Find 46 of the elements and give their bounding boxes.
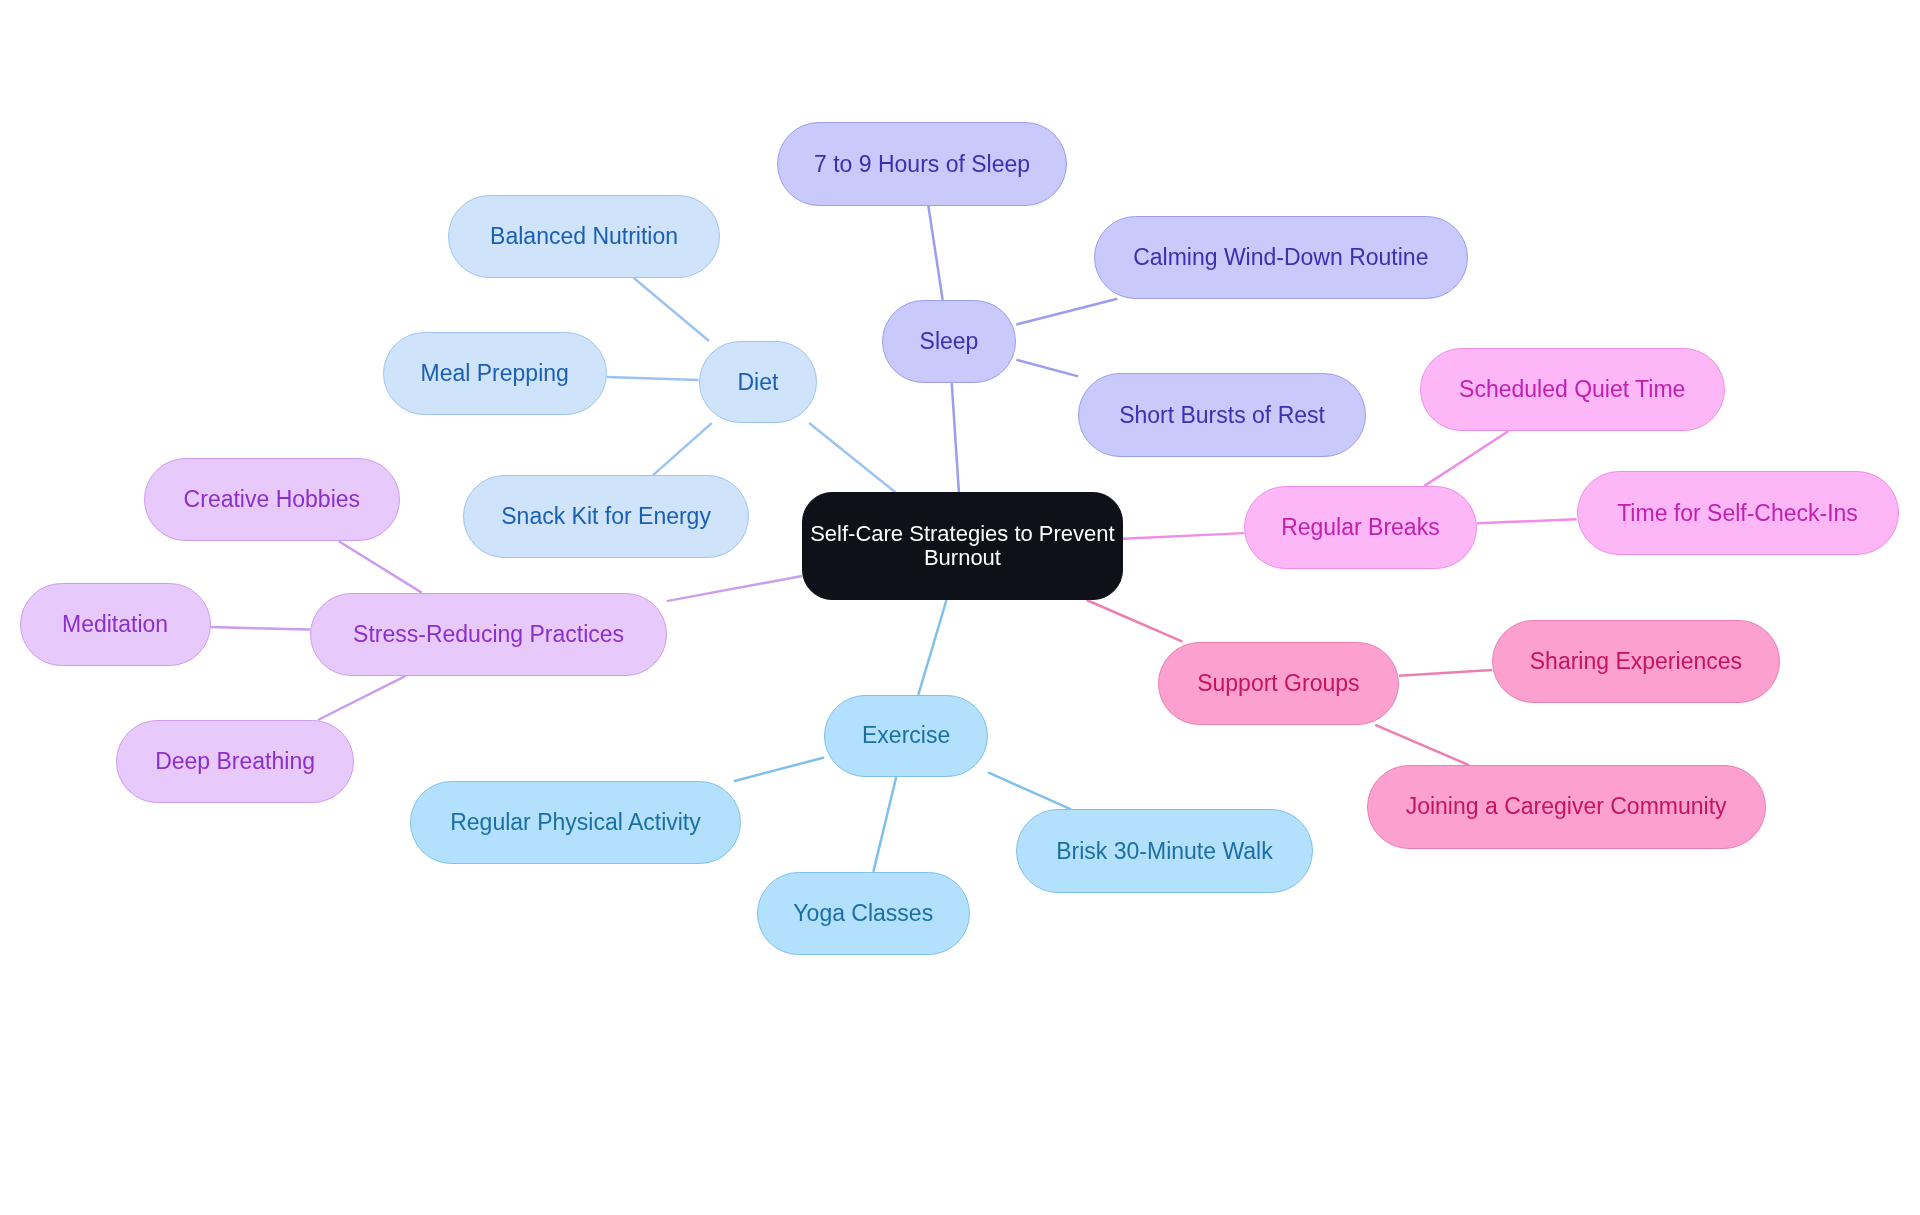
node-label: Short Bursts of Rest xyxy=(1119,401,1325,429)
node-label: Stress-Reducing Practices xyxy=(353,620,625,648)
connector-line xyxy=(1122,531,1245,540)
connector-line xyxy=(317,674,407,722)
node-label: Joining a Caregiver Community xyxy=(1405,793,1727,821)
connector-line xyxy=(1016,358,1079,378)
connector-line xyxy=(652,422,713,477)
connector-line xyxy=(950,383,961,493)
connector-line xyxy=(606,375,699,382)
connector-line xyxy=(1016,297,1118,326)
connector-line xyxy=(1423,429,1510,488)
connector-line xyxy=(1086,598,1183,643)
connector-line xyxy=(1476,518,1577,525)
connector-line xyxy=(872,776,898,873)
connector-line xyxy=(927,205,944,301)
connector-line xyxy=(808,422,897,494)
node-label: Sleep xyxy=(919,328,979,356)
connector-line xyxy=(1374,723,1470,767)
connector-line xyxy=(632,277,710,342)
connector-line xyxy=(733,756,825,783)
central-topic-node xyxy=(802,492,1123,600)
node-label: Creative Hobbies xyxy=(183,486,361,514)
node-label: Support Groups xyxy=(1197,669,1360,697)
node-label: Meditation xyxy=(62,610,169,638)
node-label: Regular Physical Activity xyxy=(450,809,701,837)
node-label: Self-Care Strategies to Prevent Burnout xyxy=(809,521,1116,571)
node-label: Deep Breathing xyxy=(155,748,315,776)
connector-line xyxy=(338,540,423,594)
connector-line xyxy=(1398,668,1493,678)
connector-line xyxy=(210,625,311,631)
node-label: Balanced Nutrition xyxy=(490,222,679,250)
node-label: Brisk 30-Minute Walk xyxy=(1056,837,1273,865)
connector-line xyxy=(917,599,948,696)
node-label: Meal Prepping xyxy=(420,359,569,387)
connector-line xyxy=(666,574,803,603)
node-label: 7 to 9 Hours of Sleep xyxy=(814,150,1031,178)
node-label: Diet xyxy=(737,368,779,396)
node-label: Scheduled Quiet Time xyxy=(1459,375,1686,403)
node-label: Yoga Classes xyxy=(793,899,934,927)
node-label: Time for Self-Check-Ins xyxy=(1617,499,1858,527)
connector-line xyxy=(987,771,1072,811)
node-label: Exercise xyxy=(862,722,951,750)
node-label: Snack Kit for Energy xyxy=(501,503,711,531)
node-label: Sharing Experiences xyxy=(1529,647,1742,675)
node-label: Calming Wind-Down Routine xyxy=(1133,243,1429,271)
node-label: Regular Breaks xyxy=(1281,514,1440,542)
